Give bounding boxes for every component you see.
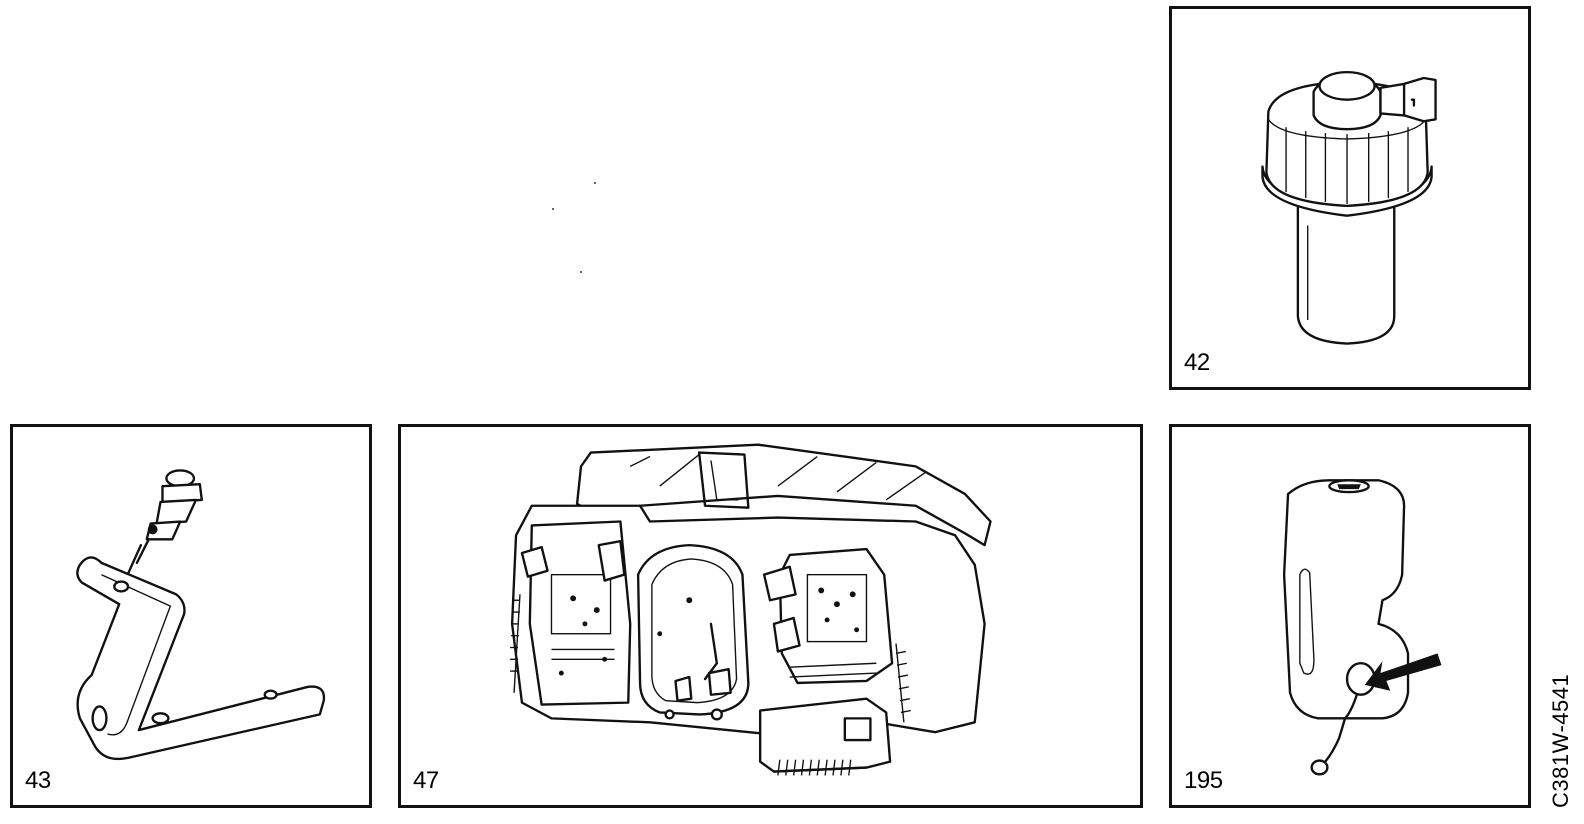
instrument-cluster-illustration — [510, 443, 992, 776]
panel-label: 43 — [25, 767, 51, 794]
panel-label: 195 — [1184, 767, 1223, 794]
panel-195-washer-reservoir: 195 — [1169, 424, 1531, 808]
scan-speck — [580, 271, 582, 273]
washer-reservoir-illustration — [1282, 479, 1442, 776]
panel-42-filter-canister: 42 — [1169, 6, 1531, 390]
bracket-illustration — [76, 469, 326, 761]
scan-speck — [594, 182, 596, 184]
filter-canister-illustration — [1261, 70, 1437, 345]
panel-label: 47 — [413, 767, 439, 794]
panel-43-bracket: 43 — [10, 424, 372, 808]
reference-code: C381W-4541 — [1548, 673, 1573, 808]
panel-label: 42 — [1184, 349, 1210, 376]
panel-47-instrument-cluster: 47 — [398, 424, 1143, 808]
scan-speck — [552, 208, 554, 210]
sensor — [121, 469, 203, 586]
